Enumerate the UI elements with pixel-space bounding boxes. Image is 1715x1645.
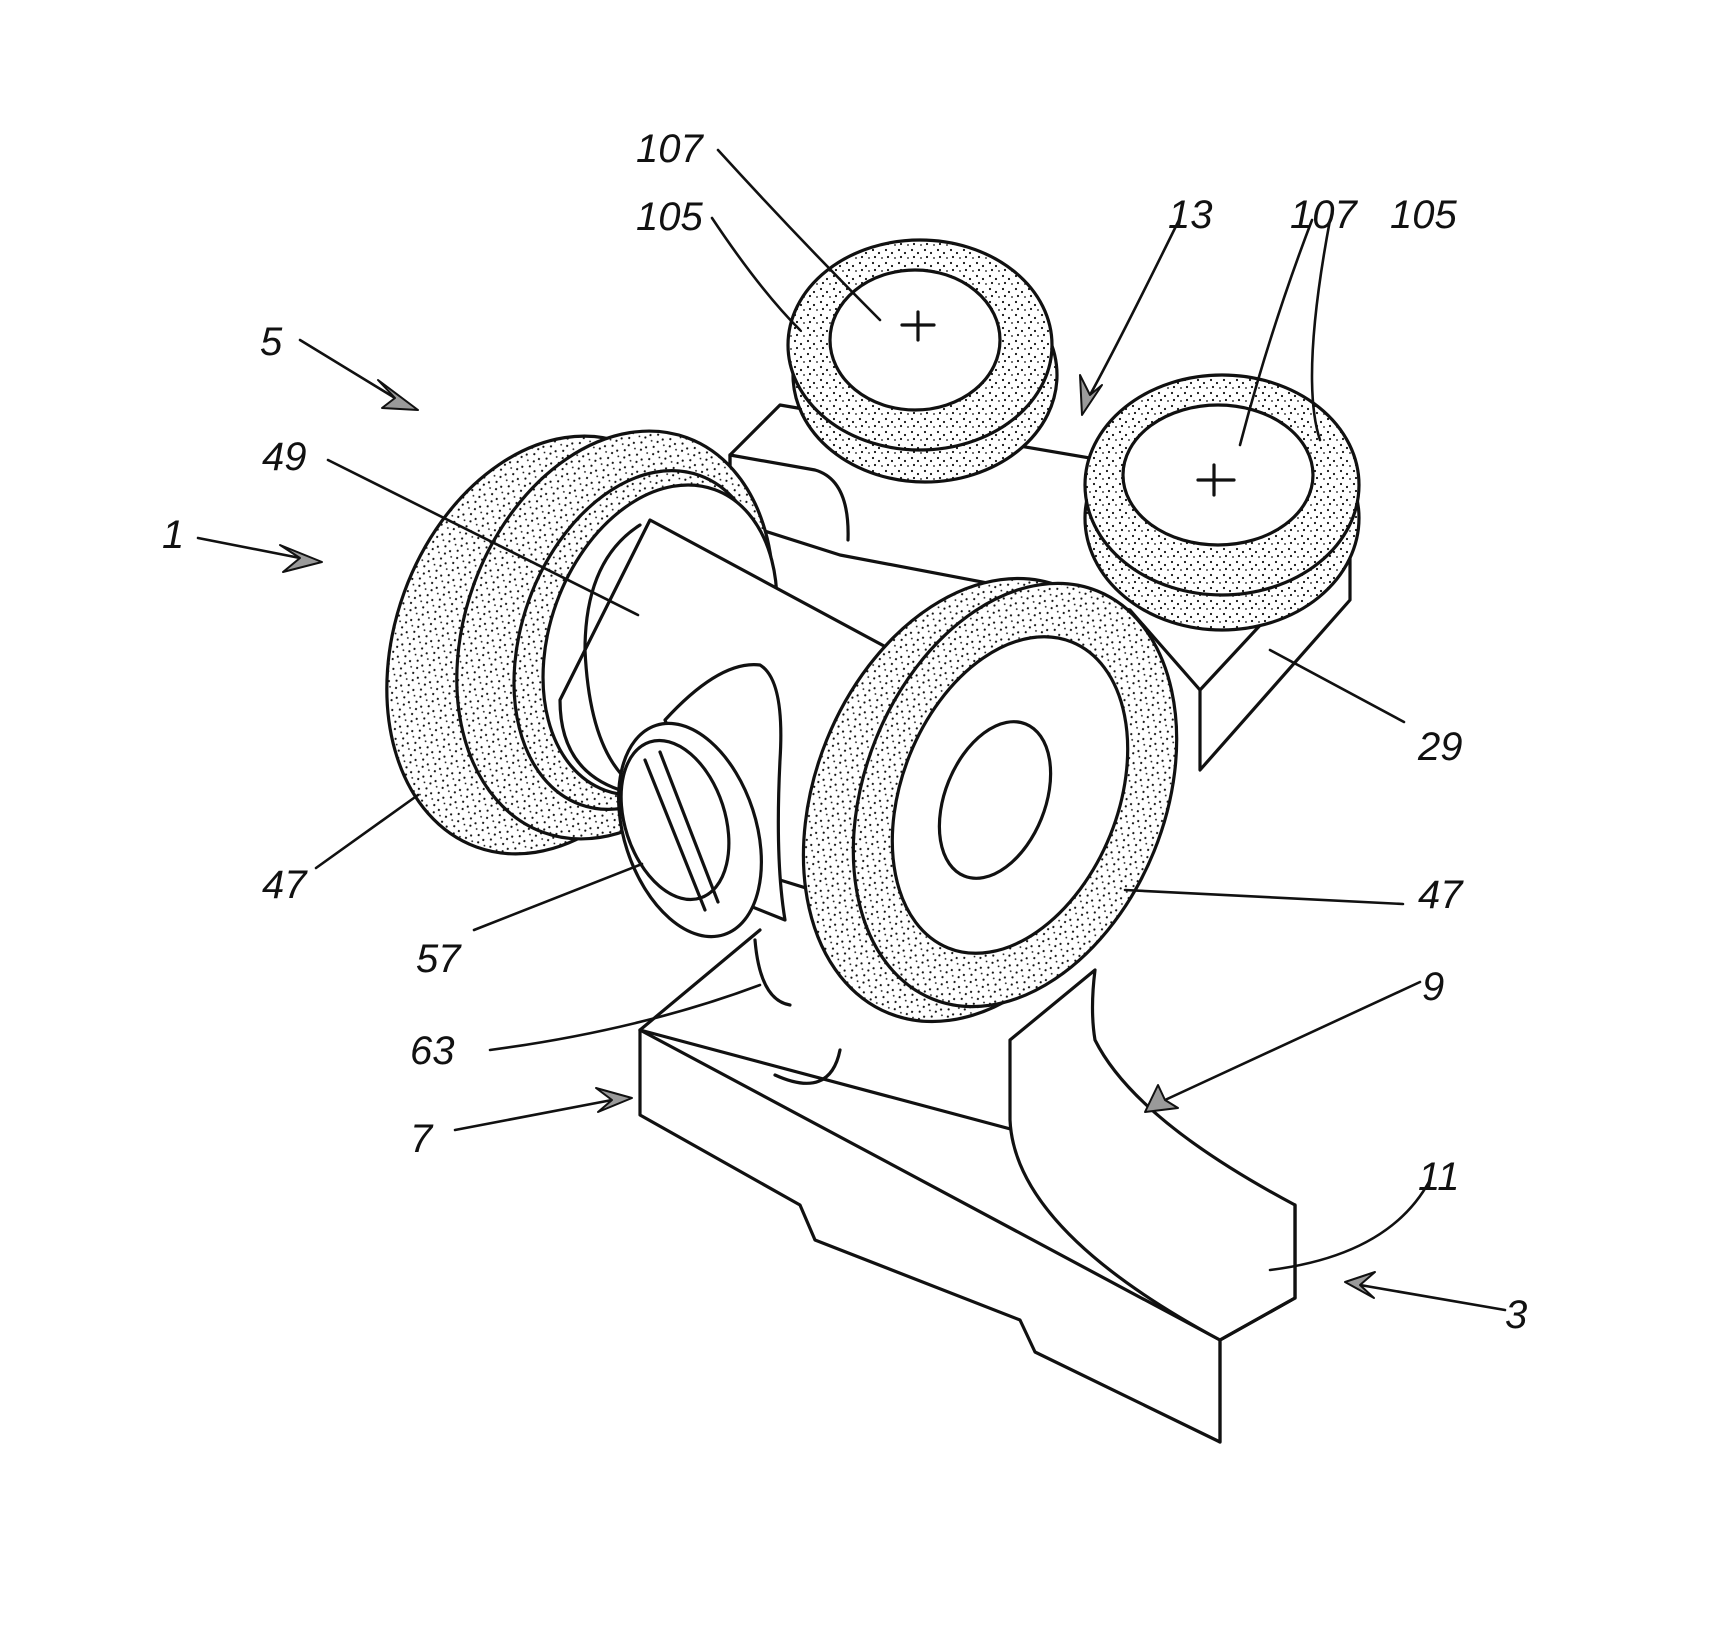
- top-roller-left: [788, 240, 1057, 482]
- label-1: 1: [162, 513, 184, 557]
- label-47-right: 47: [1418, 873, 1464, 917]
- top-roller-right: [1085, 375, 1359, 630]
- label-29: 29: [1417, 725, 1463, 769]
- label-63: 63: [410, 1029, 455, 1073]
- label-107-left: 107: [636, 127, 704, 171]
- label-7: 7: [410, 1117, 434, 1161]
- label-9: 9: [1422, 965, 1444, 1009]
- label-57: 57: [416, 937, 462, 981]
- label-107-right: 107: [1290, 193, 1358, 237]
- label-105-left: 105: [636, 195, 703, 239]
- label-3: 3: [1505, 1293, 1527, 1337]
- label-5: 5: [260, 320, 283, 364]
- label-13: 13: [1168, 193, 1213, 237]
- label-11: 11: [1418, 1155, 1460, 1199]
- label-105-right: 105: [1390, 193, 1457, 237]
- label-49: 49: [262, 435, 307, 479]
- label-47-left: 47: [262, 863, 308, 907]
